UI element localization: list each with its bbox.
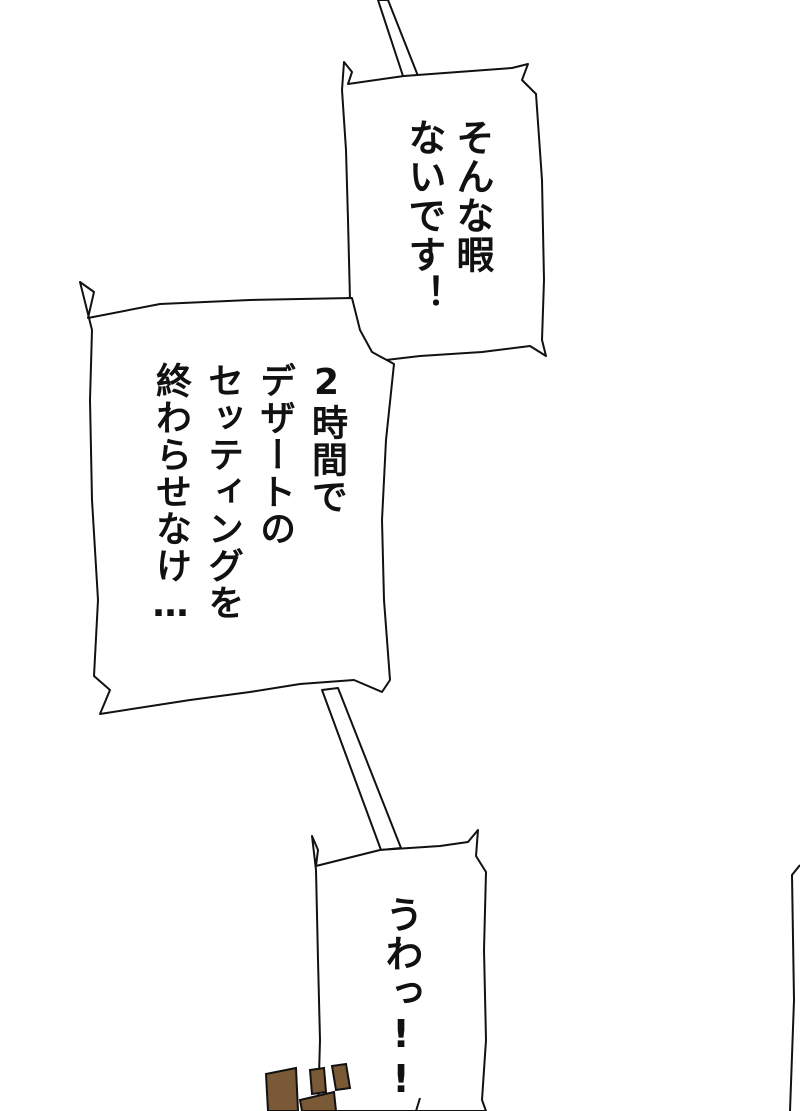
speech-bubble-2-text: 2時間で デザートの セッティングを 終わらせなけ… xyxy=(150,362,347,626)
sound-effect-fragment xyxy=(264,1062,352,1111)
partial-bubble-edge xyxy=(789,864,800,1111)
partial-bubble-edge-2 xyxy=(415,1097,421,1111)
bubble-1-tail xyxy=(377,0,419,77)
speech-bubble-3 xyxy=(311,829,487,1111)
speech-bubble-2 xyxy=(79,281,395,715)
speech-bubble-1 xyxy=(341,61,547,363)
speech-bubble-1-text: そんな暇 ないです！ xyxy=(402,118,494,313)
bubble-3-tail xyxy=(321,687,402,851)
speech-bubble-3-text: うわっ!! xyxy=(379,895,423,1102)
